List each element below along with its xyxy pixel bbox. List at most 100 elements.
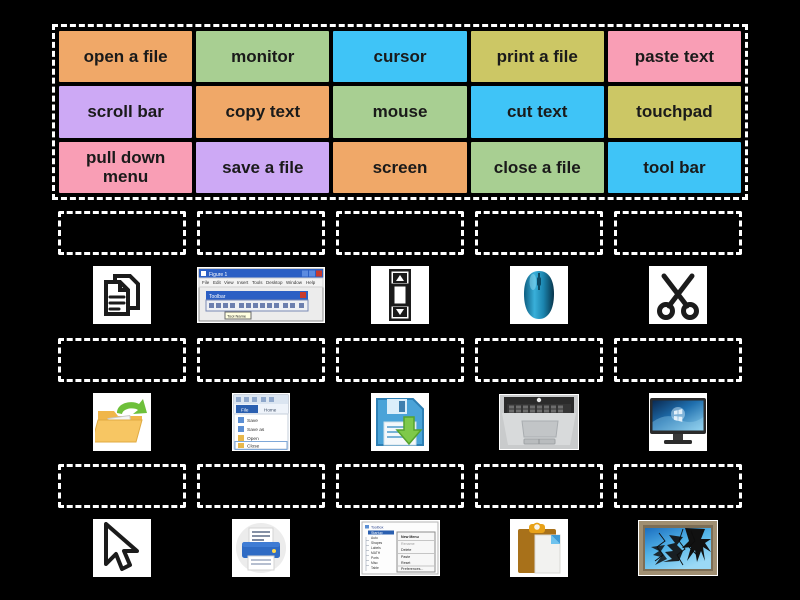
word-tile-monitor[interactable]: monitor bbox=[196, 31, 330, 83]
word-tile-scroll-bar[interactable]: scroll bar bbox=[59, 86, 193, 138]
svg-text:Table: Table bbox=[371, 566, 379, 570]
word-tile-touchpad[interactable]: touchpad bbox=[607, 86, 742, 138]
answer-row: File Home Save Save as Open Close bbox=[52, 335, 748, 462]
thumb-wrap bbox=[371, 264, 429, 326]
svg-text:Window: Window bbox=[286, 280, 303, 285]
answer-cell-documents bbox=[52, 208, 191, 335]
answer-cell-scrollbar bbox=[330, 208, 469, 335]
word-bank-row: pull down menu save a file screen close … bbox=[59, 141, 742, 193]
answer-cell-mouse bbox=[470, 208, 609, 335]
svg-text:View: View bbox=[224, 280, 234, 285]
thumb-wrap bbox=[499, 391, 580, 453]
dropzone-scrollbar[interactable] bbox=[336, 211, 464, 255]
svg-text:Startup: Startup bbox=[371, 531, 383, 535]
svg-text:Labels: Labels bbox=[371, 546, 381, 550]
svg-text:New Menu: New Menu bbox=[401, 535, 419, 539]
dropzone-toolbar[interactable] bbox=[196, 211, 325, 255]
floppy-save-icon bbox=[371, 392, 429, 451]
answer-cell-scissors bbox=[609, 208, 748, 335]
word-tile-screen[interactable]: screen bbox=[333, 141, 467, 193]
word-bank-row: open a file monitor cursor print a file … bbox=[59, 31, 742, 83]
dropzone-context-menu[interactable] bbox=[336, 464, 464, 509]
dropzone-broken-screen[interactable] bbox=[614, 464, 743, 509]
word-tile-cursor[interactable]: cursor bbox=[333, 31, 467, 83]
svg-text:Help: Help bbox=[306, 280, 316, 285]
answer-cell-file-menu: File Home Save Save as Open Close bbox=[191, 335, 330, 462]
svg-text:Tools: Tools bbox=[252, 280, 263, 285]
svg-text:Auto: Auto bbox=[371, 536, 378, 540]
dropzone-pointer[interactable] bbox=[57, 464, 186, 509]
svg-text:Toolbar: Toolbar bbox=[209, 294, 226, 300]
word-tile-copy-text[interactable]: copy text bbox=[196, 86, 330, 138]
svg-text:Rename: Rename bbox=[401, 542, 415, 546]
word-tile-cut-text[interactable]: cut text bbox=[470, 86, 604, 138]
svg-text:Tool Name: Tool Name bbox=[227, 314, 247, 319]
printer-icon bbox=[231, 519, 290, 578]
clipboard-paste-icon bbox=[510, 519, 569, 578]
word-bank-row: scroll bar copy text mouse cut text touc… bbox=[59, 86, 742, 138]
word-tile-pull-down-menu[interactable]: pull down menu bbox=[59, 141, 193, 193]
svg-text:Close: Close bbox=[247, 443, 260, 449]
thumb-wrap bbox=[92, 264, 151, 326]
dropzone-monitor[interactable] bbox=[614, 337, 743, 382]
dropzone-mouse[interactable] bbox=[475, 211, 604, 255]
word-bank: open a file monitor cursor print a file … bbox=[52, 24, 748, 200]
dropzone-scissors[interactable] bbox=[614, 211, 743, 255]
svg-text:Desktop: Desktop bbox=[266, 280, 283, 285]
thumb-wrap bbox=[92, 391, 151, 453]
svg-text:Paste: Paste bbox=[401, 555, 410, 559]
svg-text:Toolbox: Toolbox bbox=[371, 526, 384, 530]
svg-text:Delete: Delete bbox=[401, 548, 411, 552]
word-tile-paste-text[interactable]: paste text bbox=[607, 31, 742, 83]
thumb-wrap bbox=[649, 391, 708, 453]
svg-text:Home: Home bbox=[264, 407, 277, 412]
word-tile-print-a-file[interactable]: print a file bbox=[470, 31, 604, 83]
answer-cell-monitor bbox=[609, 335, 748, 462]
word-tile-save-a-file[interactable]: save a file bbox=[196, 141, 330, 193]
answer-cell-save bbox=[330, 335, 469, 462]
thumb-wrap bbox=[92, 517, 151, 579]
dropzone-file-menu[interactable] bbox=[196, 337, 325, 382]
scissors-icon bbox=[649, 266, 708, 324]
thumb-wrap bbox=[510, 264, 569, 326]
word-tile-tool-bar[interactable]: tool bar bbox=[607, 141, 742, 193]
word-tile-mouse[interactable]: mouse bbox=[333, 86, 467, 138]
computer-mouse-icon bbox=[510, 266, 569, 324]
word-tile-open-a-file[interactable]: open a file bbox=[59, 31, 193, 83]
thumb-wrap bbox=[649, 264, 708, 326]
scrollbar-icon bbox=[371, 266, 429, 324]
dropzone-clipboard[interactable] bbox=[475, 464, 604, 509]
dropzone-printer[interactable] bbox=[196, 464, 325, 509]
svg-text:Open: Open bbox=[247, 436, 259, 442]
thumb-wrap bbox=[371, 391, 429, 453]
dropzone-touchpad[interactable] bbox=[475, 337, 604, 382]
documents-icon bbox=[92, 266, 151, 324]
dropzone-open-folder[interactable] bbox=[57, 337, 186, 382]
answer-cell-clipboard bbox=[470, 461, 609, 588]
dropzone-save[interactable] bbox=[336, 337, 464, 382]
svg-text:Preferences...: Preferences... bbox=[401, 567, 423, 571]
answer-cell-pointer bbox=[52, 461, 191, 588]
svg-text:Reset: Reset bbox=[401, 561, 410, 565]
word-tile-close-a-file[interactable]: close a file bbox=[470, 141, 604, 193]
dropzone-documents[interactable] bbox=[57, 211, 186, 255]
thumb-wrap: File Home Save Save as Open Close bbox=[231, 391, 290, 453]
svg-text:Edit: Edit bbox=[213, 280, 222, 285]
svg-text:Save as: Save as bbox=[247, 427, 265, 433]
thumb-wrap bbox=[231, 517, 290, 579]
answer-cell-touchpad bbox=[470, 335, 609, 462]
svg-text:File: File bbox=[241, 407, 249, 412]
monitor-icon bbox=[649, 392, 708, 451]
thumb-wrap bbox=[638, 517, 719, 579]
svg-text:Ports: Ports bbox=[371, 556, 379, 560]
svg-text:Shapes: Shapes bbox=[371, 541, 383, 545]
